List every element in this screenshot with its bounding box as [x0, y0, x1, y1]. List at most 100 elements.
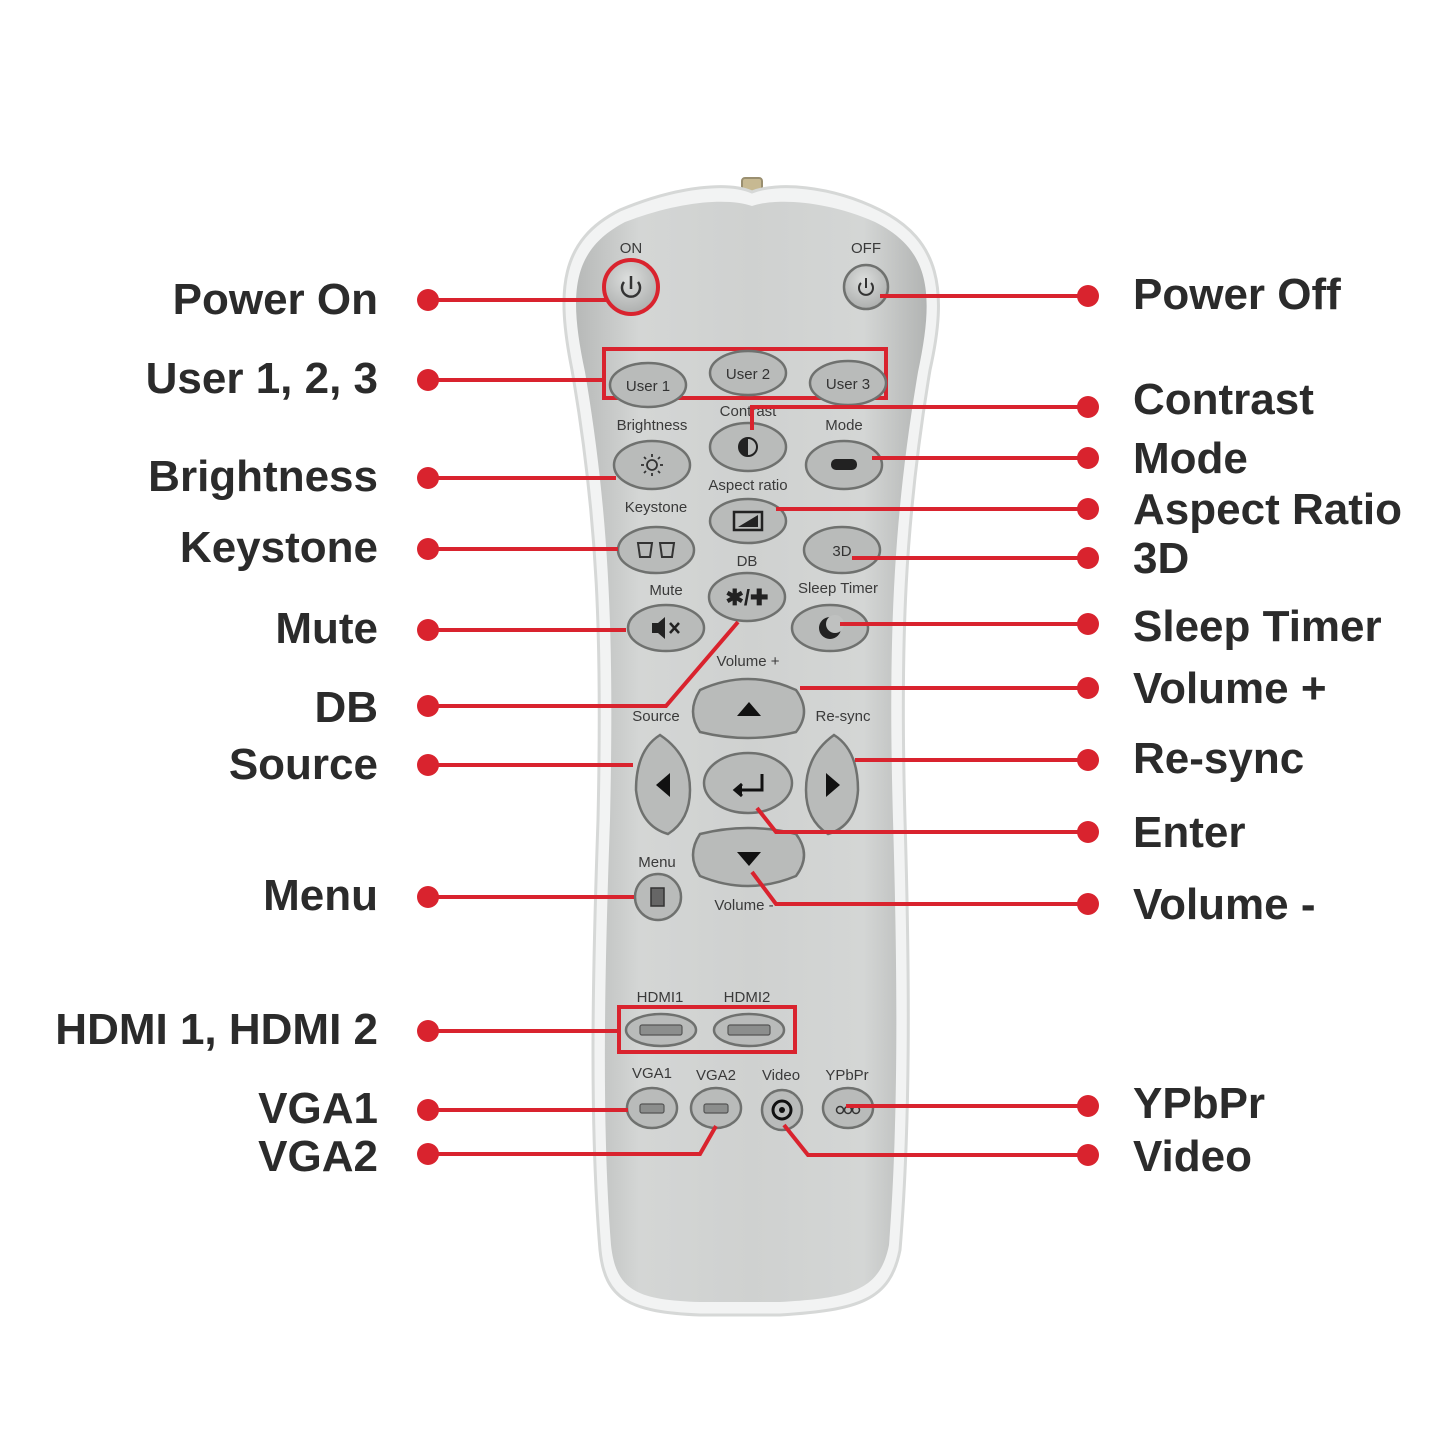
- callout-keystone: Keystone: [180, 523, 378, 572]
- sleep-timer-label: Sleep Timer: [798, 580, 878, 597]
- keystone-label: Keystone: [625, 499, 688, 516]
- user2-label: User 2: [726, 366, 770, 383]
- callout-db: DB: [314, 683, 378, 732]
- dot: [417, 886, 439, 908]
- callout-power-off: Power Off: [1133, 270, 1341, 319]
- volume-minus-label: Volume -: [714, 897, 773, 914]
- callout-volume-plus: Volume +: [1133, 664, 1327, 713]
- callout-contrast: Contrast: [1133, 375, 1314, 424]
- enter-icon: [732, 774, 764, 798]
- brightness-button[interactable]: [612, 439, 692, 491]
- dot: [417, 695, 439, 717]
- up-arrow-icon: [737, 702, 761, 716]
- contrast-icon: [738, 437, 758, 457]
- leader-db: [428, 620, 740, 708]
- callout-ypbpr: YPbPr: [1133, 1079, 1265, 1128]
- dot: [417, 1020, 439, 1042]
- callout-3d: 3D: [1133, 534, 1189, 583]
- leader-enter: [755, 806, 1088, 834]
- dot: [1077, 821, 1099, 843]
- callout-enter: Enter: [1133, 808, 1245, 857]
- menu-label: Menu: [638, 854, 676, 871]
- user2-button[interactable]: [708, 349, 788, 397]
- vga2-label: VGA2: [696, 1067, 736, 1084]
- leader-dots: [417, 285, 1099, 1166]
- on-label: ON: [620, 240, 643, 257]
- keystone-button[interactable]: [616, 525, 696, 575]
- leader-lines: [428, 294, 1088, 1157]
- dot: [1077, 285, 1099, 307]
- callout-mute: Mute: [275, 604, 378, 653]
- callout-brightness: Brightness: [148, 452, 378, 501]
- dot: [417, 289, 439, 311]
- user-buttons-highlight: [602, 347, 888, 400]
- aspect-ratio-icon: [732, 510, 764, 532]
- vga2-indicator: [703, 1103, 729, 1114]
- dot: [1077, 547, 1099, 569]
- aspect-ratio-label: Aspect ratio: [708, 477, 787, 494]
- dot: [417, 538, 439, 560]
- hdmi1-label: HDMI1: [637, 989, 684, 1006]
- dot: [1077, 749, 1099, 771]
- db-label: DB: [737, 553, 758, 570]
- callout-volume-minus: Volume -: [1133, 880, 1316, 929]
- callout-video: Video: [1133, 1132, 1252, 1181]
- callout-labels-left: Power On User 1, 2, 3 Brightness Keyston…: [55, 275, 378, 1181]
- callout-vga2: VGA2: [258, 1132, 378, 1181]
- user1-label: User 1: [626, 378, 670, 395]
- enter-button[interactable]: [702, 751, 794, 815]
- callout-mode: Mode: [1133, 434, 1248, 483]
- dot: [1077, 498, 1099, 520]
- dot: [417, 619, 439, 641]
- moon-icon: [819, 615, 844, 639]
- dot: [1077, 447, 1099, 469]
- mute-label: Mute: [649, 582, 682, 599]
- callout-power-on: Power On: [173, 275, 378, 324]
- leader-volume-minus: [750, 870, 1088, 906]
- db-icon: ✱/✚: [726, 585, 769, 610]
- callout-sleep-timer: Sleep Timer: [1133, 602, 1382, 651]
- dot: [1077, 396, 1099, 418]
- callout-labels-right: Power Off Contrast Mode Aspect Ratio 3D …: [1133, 270, 1402, 1181]
- power-icon: [858, 278, 874, 296]
- dot: [1077, 613, 1099, 635]
- dot: [417, 369, 439, 391]
- callout-user: User 1, 2, 3: [146, 354, 378, 403]
- volume-plus-label: Volume +: [717, 653, 780, 670]
- leader-video: [782, 1123, 1088, 1157]
- off-label: OFF: [851, 240, 881, 257]
- hdmi1-indicator: [639, 1024, 683, 1036]
- db-button[interactable]: [707, 571, 787, 623]
- mode-icon: [831, 459, 857, 470]
- dot: [1077, 1095, 1099, 1117]
- sun-icon: [641, 454, 663, 476]
- dot: [417, 1099, 439, 1121]
- video-jack-icon: [771, 1099, 793, 1121]
- vga1-label: VGA1: [632, 1065, 672, 1082]
- callout-hdmi: HDMI 1, HDMI 2: [55, 1005, 378, 1054]
- leader-contrast: [750, 405, 1088, 430]
- callout-menu: Menu: [263, 871, 378, 920]
- callout-source: Source: [229, 740, 378, 789]
- dot: [1077, 893, 1099, 915]
- resync-label: Re-sync: [815, 708, 871, 725]
- leader-vga2: [428, 1125, 718, 1156]
- video-label: Video: [762, 1067, 800, 1084]
- down-arrow-icon: [737, 852, 761, 866]
- 3d-button[interactable]: [802, 525, 882, 575]
- dot: [417, 467, 439, 489]
- mute-button[interactable]: [626, 603, 706, 653]
- keystone-icon: [636, 542, 676, 558]
- menu-icon: [650, 887, 665, 907]
- mode-label: Mode: [825, 417, 863, 434]
- right-arrow-icon: [826, 773, 840, 797]
- dot: [1077, 677, 1099, 699]
- user1-button[interactable]: [608, 361, 688, 409]
- dot: [1077, 1144, 1099, 1166]
- user3-label: User 3: [826, 376, 870, 393]
- dot: [417, 1143, 439, 1165]
- callout-resync: Re-sync: [1133, 734, 1304, 783]
- callout-aspect-ratio: Aspect Ratio: [1133, 485, 1402, 534]
- mute-icon: [652, 617, 680, 639]
